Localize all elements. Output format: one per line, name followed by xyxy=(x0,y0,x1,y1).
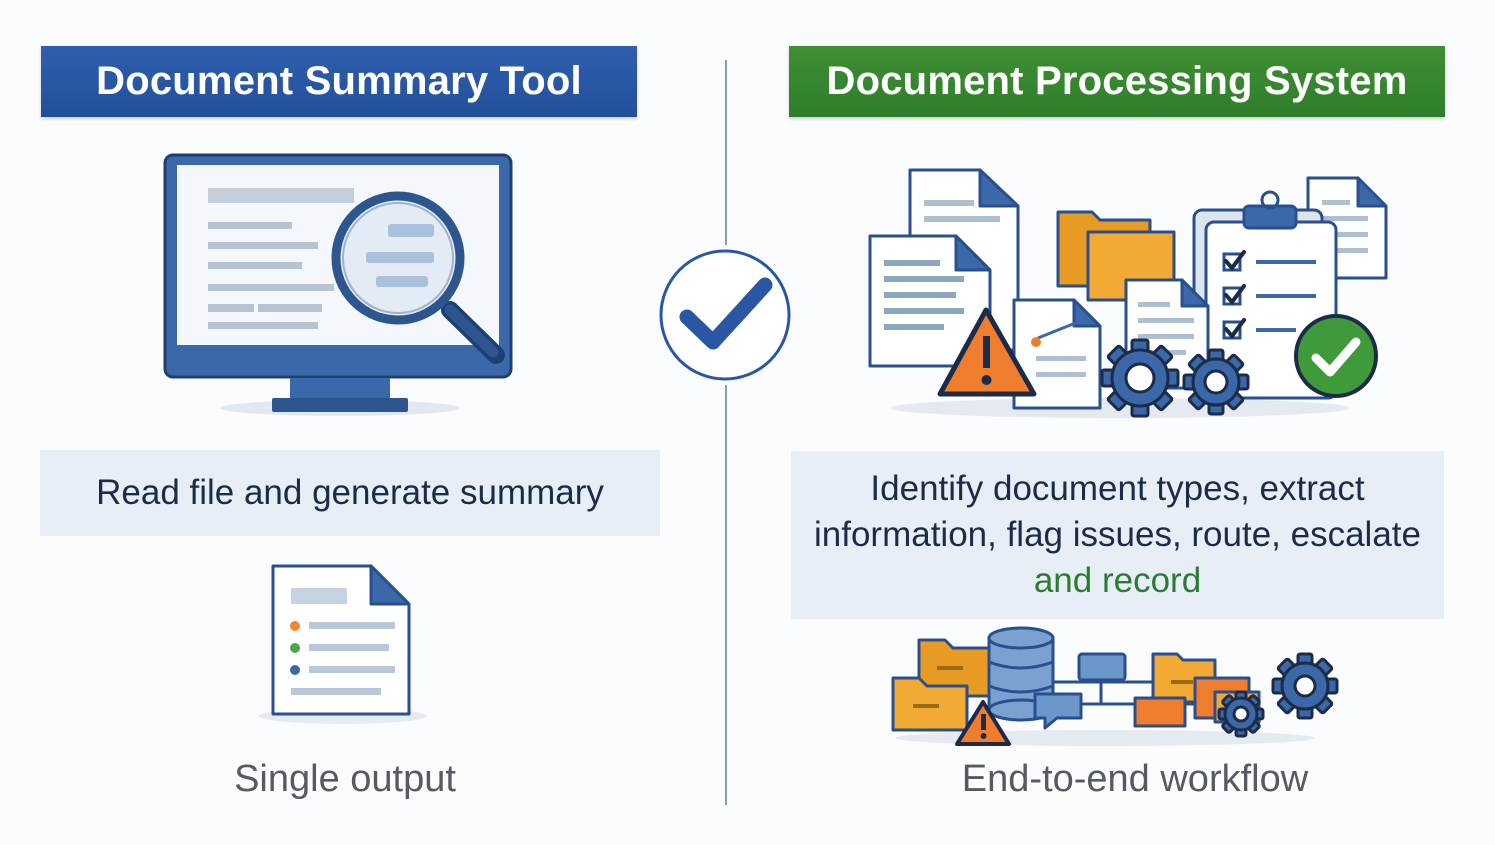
description-line-3: and record xyxy=(1033,561,1202,600)
processing-system-title: Document Processing System xyxy=(789,46,1445,117)
single-document-icon xyxy=(259,564,427,724)
divider-top xyxy=(725,60,727,245)
workflow-icon xyxy=(891,626,1339,746)
summary-tool-description: Read file and generate summary xyxy=(40,450,660,536)
gear-icon xyxy=(1100,338,1250,418)
warning-icon xyxy=(937,307,1037,397)
processing-system-description: Identify document types, extract informa… xyxy=(791,451,1444,619)
processing-system-caption: End-to-end workflow xyxy=(961,758,1309,800)
document-processing-collage-icon xyxy=(868,168,1388,418)
check-badge-icon xyxy=(1294,314,1378,398)
divider-bottom xyxy=(725,385,727,805)
summary-tool-description-text: Read file and generate summary xyxy=(96,473,604,512)
checkmark-circle-icon xyxy=(659,249,791,381)
description-line-1: Identify document types, extract xyxy=(870,469,1365,508)
description-line-2: information, flag issues, route, escalat… xyxy=(814,515,1421,554)
summary-tool-title: Document Summary Tool xyxy=(41,46,637,117)
summary-tool-caption: Single output xyxy=(234,758,456,800)
monitor-magnifier-icon xyxy=(163,153,513,416)
